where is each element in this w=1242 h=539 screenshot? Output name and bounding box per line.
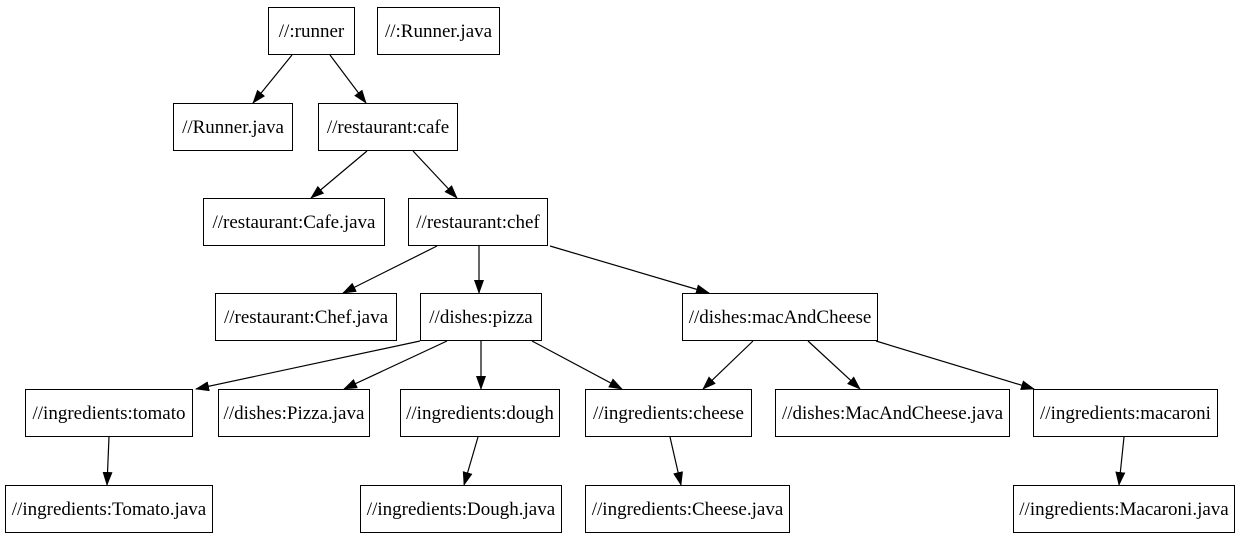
edge-cheese-to-cheese-java bbox=[669, 436, 683, 486]
node-cafe: //restaurant:cafe bbox=[318, 103, 458, 151]
edge-pizza-to-cheese bbox=[531, 340, 623, 390]
edge-dough-to-dough-java bbox=[462, 436, 479, 486]
node-dough: //ingredients:dough bbox=[400, 389, 560, 437]
node-tomato-java: //ingredients:Tomato.java bbox=[5, 485, 213, 533]
node-cheese-java: //ingredients:Cheese.java bbox=[585, 485, 790, 533]
edge-cafe-to-cafe-java bbox=[310, 150, 368, 199]
edge-runner-to-cafe bbox=[329, 54, 367, 104]
node-pizza: //dishes:pizza bbox=[420, 293, 542, 341]
edge-mac-and-cheese-to-mac-and-cheese-java bbox=[807, 340, 861, 390]
node-mac-and-cheese: //dishes:macAndCheese bbox=[682, 293, 878, 341]
edge-pizza-to-pizza-java bbox=[343, 340, 448, 390]
edge-mac-and-cheese-to-cheese bbox=[702, 340, 754, 390]
edge-runner-to-runner-java bbox=[252, 54, 293, 104]
node-mac-and-cheese-java: //dishes:MacAndCheese.java bbox=[775, 389, 1010, 437]
node-chef: //restaurant:chef bbox=[408, 198, 548, 246]
node-runner-java-target: //:Runner.java bbox=[377, 7, 500, 55]
edge-chef-to-mac-and-cheese bbox=[549, 245, 710, 295]
node-macaroni: //ingredients:macaroni bbox=[1033, 389, 1218, 437]
node-runner-java: //Runner.java bbox=[173, 103, 293, 151]
edge-mac-and-cheese-to-macaroni bbox=[875, 340, 1035, 391]
edge-cafe-to-chef bbox=[412, 150, 458, 199]
edge-pizza-to-tomato bbox=[195, 340, 421, 392]
node-pizza-java: //dishes:Pizza.java bbox=[218, 389, 370, 437]
node-cheese: //ingredients:cheese bbox=[585, 389, 752, 437]
edge-tomato-to-tomato-java bbox=[102, 436, 113, 486]
node-runner: //:runner bbox=[268, 7, 355, 55]
edge-chef-to-chef-java bbox=[342, 245, 438, 294]
node-chef-java: //restaurant:Chef.java bbox=[215, 293, 397, 341]
node-tomato: //ingredients:tomato bbox=[25, 389, 193, 437]
node-macaroni-java: //ingredients:Macaroni.java bbox=[1013, 485, 1235, 533]
node-cafe-java: //restaurant:Cafe.java bbox=[203, 198, 385, 246]
node-dough-java: //ingredients:Dough.java bbox=[360, 485, 562, 533]
edge-macaroni-to-macaroni-java bbox=[1115, 436, 1126, 486]
